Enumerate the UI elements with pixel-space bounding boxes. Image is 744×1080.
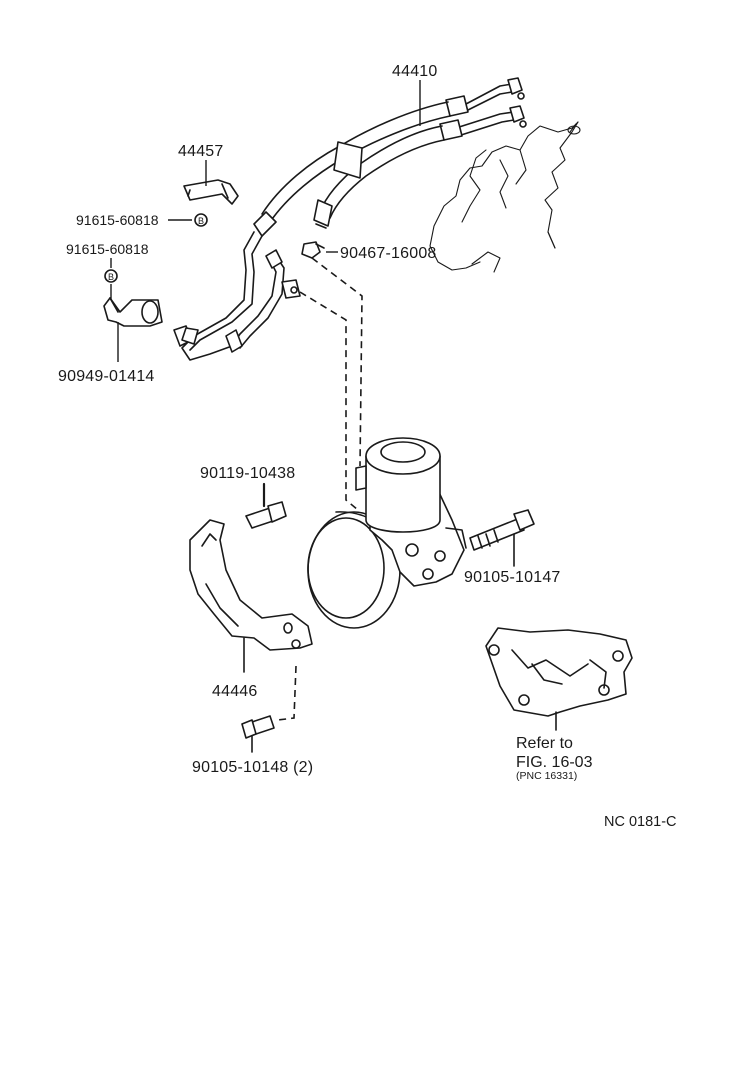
diagram-code: NC 0181-C <box>604 814 677 830</box>
label-90105-10147: 90105-10147 <box>464 569 561 586</box>
label-44446: 44446 <box>212 683 258 700</box>
engine-block-outline <box>429 121 581 273</box>
power-steering-pump <box>307 437 467 629</box>
label-90105-10148: 90105-10148 (2) <box>192 759 313 776</box>
label-44410: 44410 <box>392 63 438 80</box>
pump-bracket <box>189 519 313 673</box>
clip <box>301 241 325 259</box>
bolt-symbol-upper: B <box>194 213 208 227</box>
engine-mount-bracket <box>485 627 633 731</box>
label-91615-upper: 91615-60818 <box>76 212 159 228</box>
reference-line-1: Refer to <box>516 735 573 752</box>
label-44457: 44457 <box>178 143 224 160</box>
label-90119: 90119-10438 <box>200 465 295 482</box>
bolt-90119 <box>245 482 287 529</box>
label-91615-lower: 91615-60818 <box>66 241 149 257</box>
leader-lines <box>110 80 421 362</box>
reference-line-3: (PNC 16331) <box>516 770 577 782</box>
svg-text:B: B <box>198 216 204 226</box>
bolt-symbol-lower: B <box>104 269 118 283</box>
assembly-dashed-lines <box>277 257 363 721</box>
svg-text:B: B <box>108 272 114 282</box>
pressure-hose-assembly <box>173 77 527 361</box>
label-90467: 90467-16008 <box>340 245 437 262</box>
label-90949: 90949-01414 <box>58 368 155 385</box>
clamp-bracket <box>103 297 163 327</box>
reference-line-2: FIG. 16-03 <box>516 754 593 771</box>
bolt-90105-10147 <box>469 509 535 567</box>
bolt-90105-10148 <box>241 715 275 753</box>
hose-clamp <box>183 179 239 205</box>
